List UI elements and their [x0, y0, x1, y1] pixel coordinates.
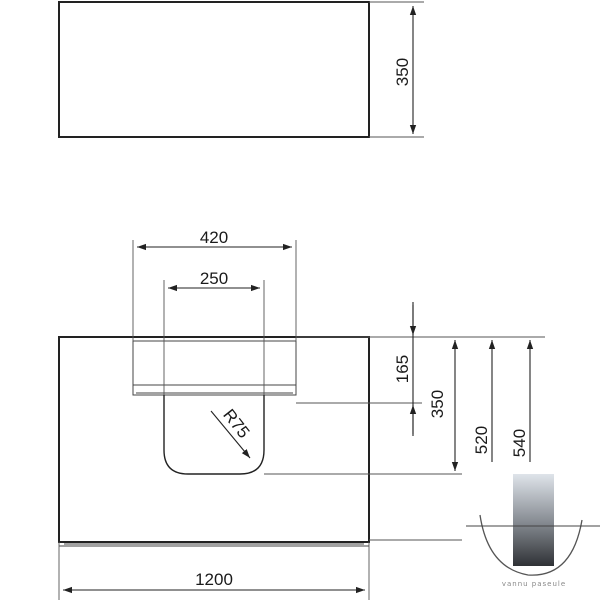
drawer-recess [132, 340, 297, 396]
dim-1200-label: 1200 [195, 570, 233, 589]
basin-outline [163, 395, 265, 475]
top-depth-label: 350 [393, 58, 412, 86]
dim-165-label: 165 [393, 355, 412, 383]
watermark-logo-bar [513, 474, 554, 566]
watermark-logo-text: vannu paseule [502, 580, 566, 588]
top-view-outline [58, 1, 370, 138]
dim-420-label: 420 [200, 228, 228, 247]
top-view: 350 [58, 1, 424, 138]
front-view-outline [58, 336, 370, 543]
radius-leader [210, 410, 251, 459]
watermark-logo-arc [479, 514, 583, 576]
dim-540-label: 540 [510, 429, 529, 457]
dim-350-label: 350 [428, 390, 447, 418]
dim-250-label: 250 [200, 269, 228, 288]
dim-520-label: 520 [472, 426, 491, 454]
watermark-logo: vannu paseule [466, 462, 600, 600]
radius-label: R75 [219, 405, 253, 441]
